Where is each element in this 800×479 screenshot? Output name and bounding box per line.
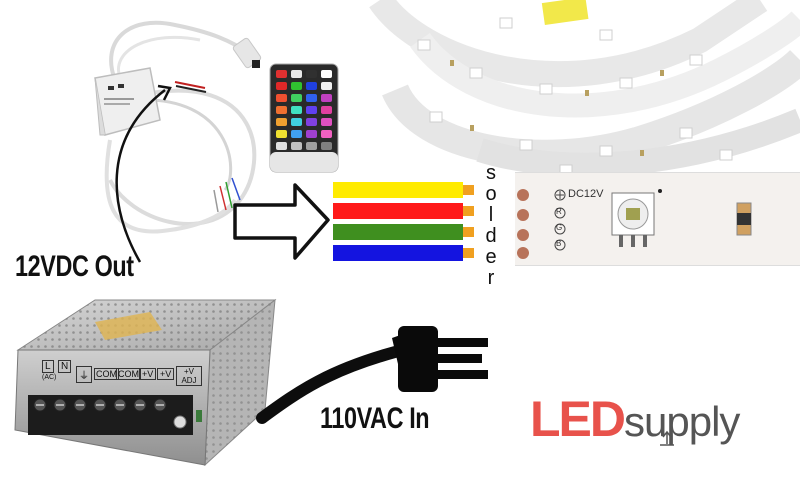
terminal-ac-label: (AC): [42, 374, 57, 381]
terminal-n-label: N: [58, 360, 72, 373]
remote-button: [276, 130, 287, 138]
green-wire: [333, 224, 463, 240]
remote-button: [306, 142, 317, 150]
remote-button: [276, 142, 287, 150]
ledsupply-logo: LEDsupply: [530, 390, 740, 448]
remote-button: [276, 94, 287, 102]
pad-g-label: G: [556, 223, 563, 232]
remote-button: [291, 82, 302, 90]
remote-button: [306, 118, 317, 126]
remote-button: [321, 82, 332, 90]
remote-button: [276, 82, 287, 90]
remote-button: [321, 106, 332, 114]
remote-button: [276, 70, 287, 78]
terminal-ground-label: ⏚: [76, 366, 92, 383]
led-strip-closeup-icon: DC12V R G B: [515, 172, 800, 266]
logo-arrow-icon: [660, 430, 674, 446]
psu-terminal-strip: L N (AC) ⏚ COM COM +V +V +V ADJ: [36, 360, 206, 390]
remote-button: [276, 106, 287, 114]
remote-button: [276, 118, 287, 126]
remote-button: [291, 106, 302, 114]
solder-pad: [463, 206, 474, 216]
yellow-wire: [333, 182, 463, 198]
red-wire: [333, 203, 463, 219]
remote-button: [321, 118, 332, 126]
solder-pad: [463, 227, 474, 237]
terminal-adj-label: +V ADJ: [176, 366, 202, 386]
solder-letter: d: [485, 225, 497, 247]
remote-button: [291, 70, 302, 78]
remote-button: [291, 118, 302, 126]
logo-supply-text: supply: [624, 398, 740, 445]
solder-letter: l: [488, 204, 494, 226]
pad-r-label: R: [556, 207, 562, 216]
remote-button: [306, 70, 317, 78]
strip-print-text: DC12V: [568, 188, 604, 200]
terminal-l-label: L: [42, 360, 54, 373]
input-voltage-label: 110VAC In: [320, 402, 430, 435]
solder-pad: [463, 248, 474, 258]
remote-button: [306, 106, 317, 114]
solder-letter: r: [487, 267, 495, 289]
terminal-v1-label: +V: [139, 368, 157, 380]
remote-button: [321, 142, 332, 150]
solder-letter: s: [486, 162, 496, 184]
remote-button: [321, 94, 332, 102]
blue-wire: [333, 245, 463, 261]
pad-b-label: B: [556, 239, 562, 248]
solder-letter: o: [485, 183, 497, 205]
remote-button: [306, 130, 317, 138]
remote-button: [321, 70, 332, 78]
remote-button: [306, 94, 317, 102]
terminal-v2-label: +V: [157, 368, 175, 380]
solder-pad: [463, 185, 474, 195]
solder-letter: e: [485, 246, 497, 268]
terminal-com2-label: COM: [116, 368, 141, 380]
remote-button: [291, 130, 302, 138]
remote-button: [321, 130, 332, 138]
terminal-com1-label: COM: [94, 368, 119, 380]
remote-button: [306, 82, 317, 90]
remote-button: [291, 94, 302, 102]
remote-button: [291, 142, 302, 150]
ir-remote-icon: [269, 63, 339, 173]
logo-led-text: LED: [530, 391, 626, 447]
output-voltage-label: 12VDC Out: [15, 250, 134, 283]
